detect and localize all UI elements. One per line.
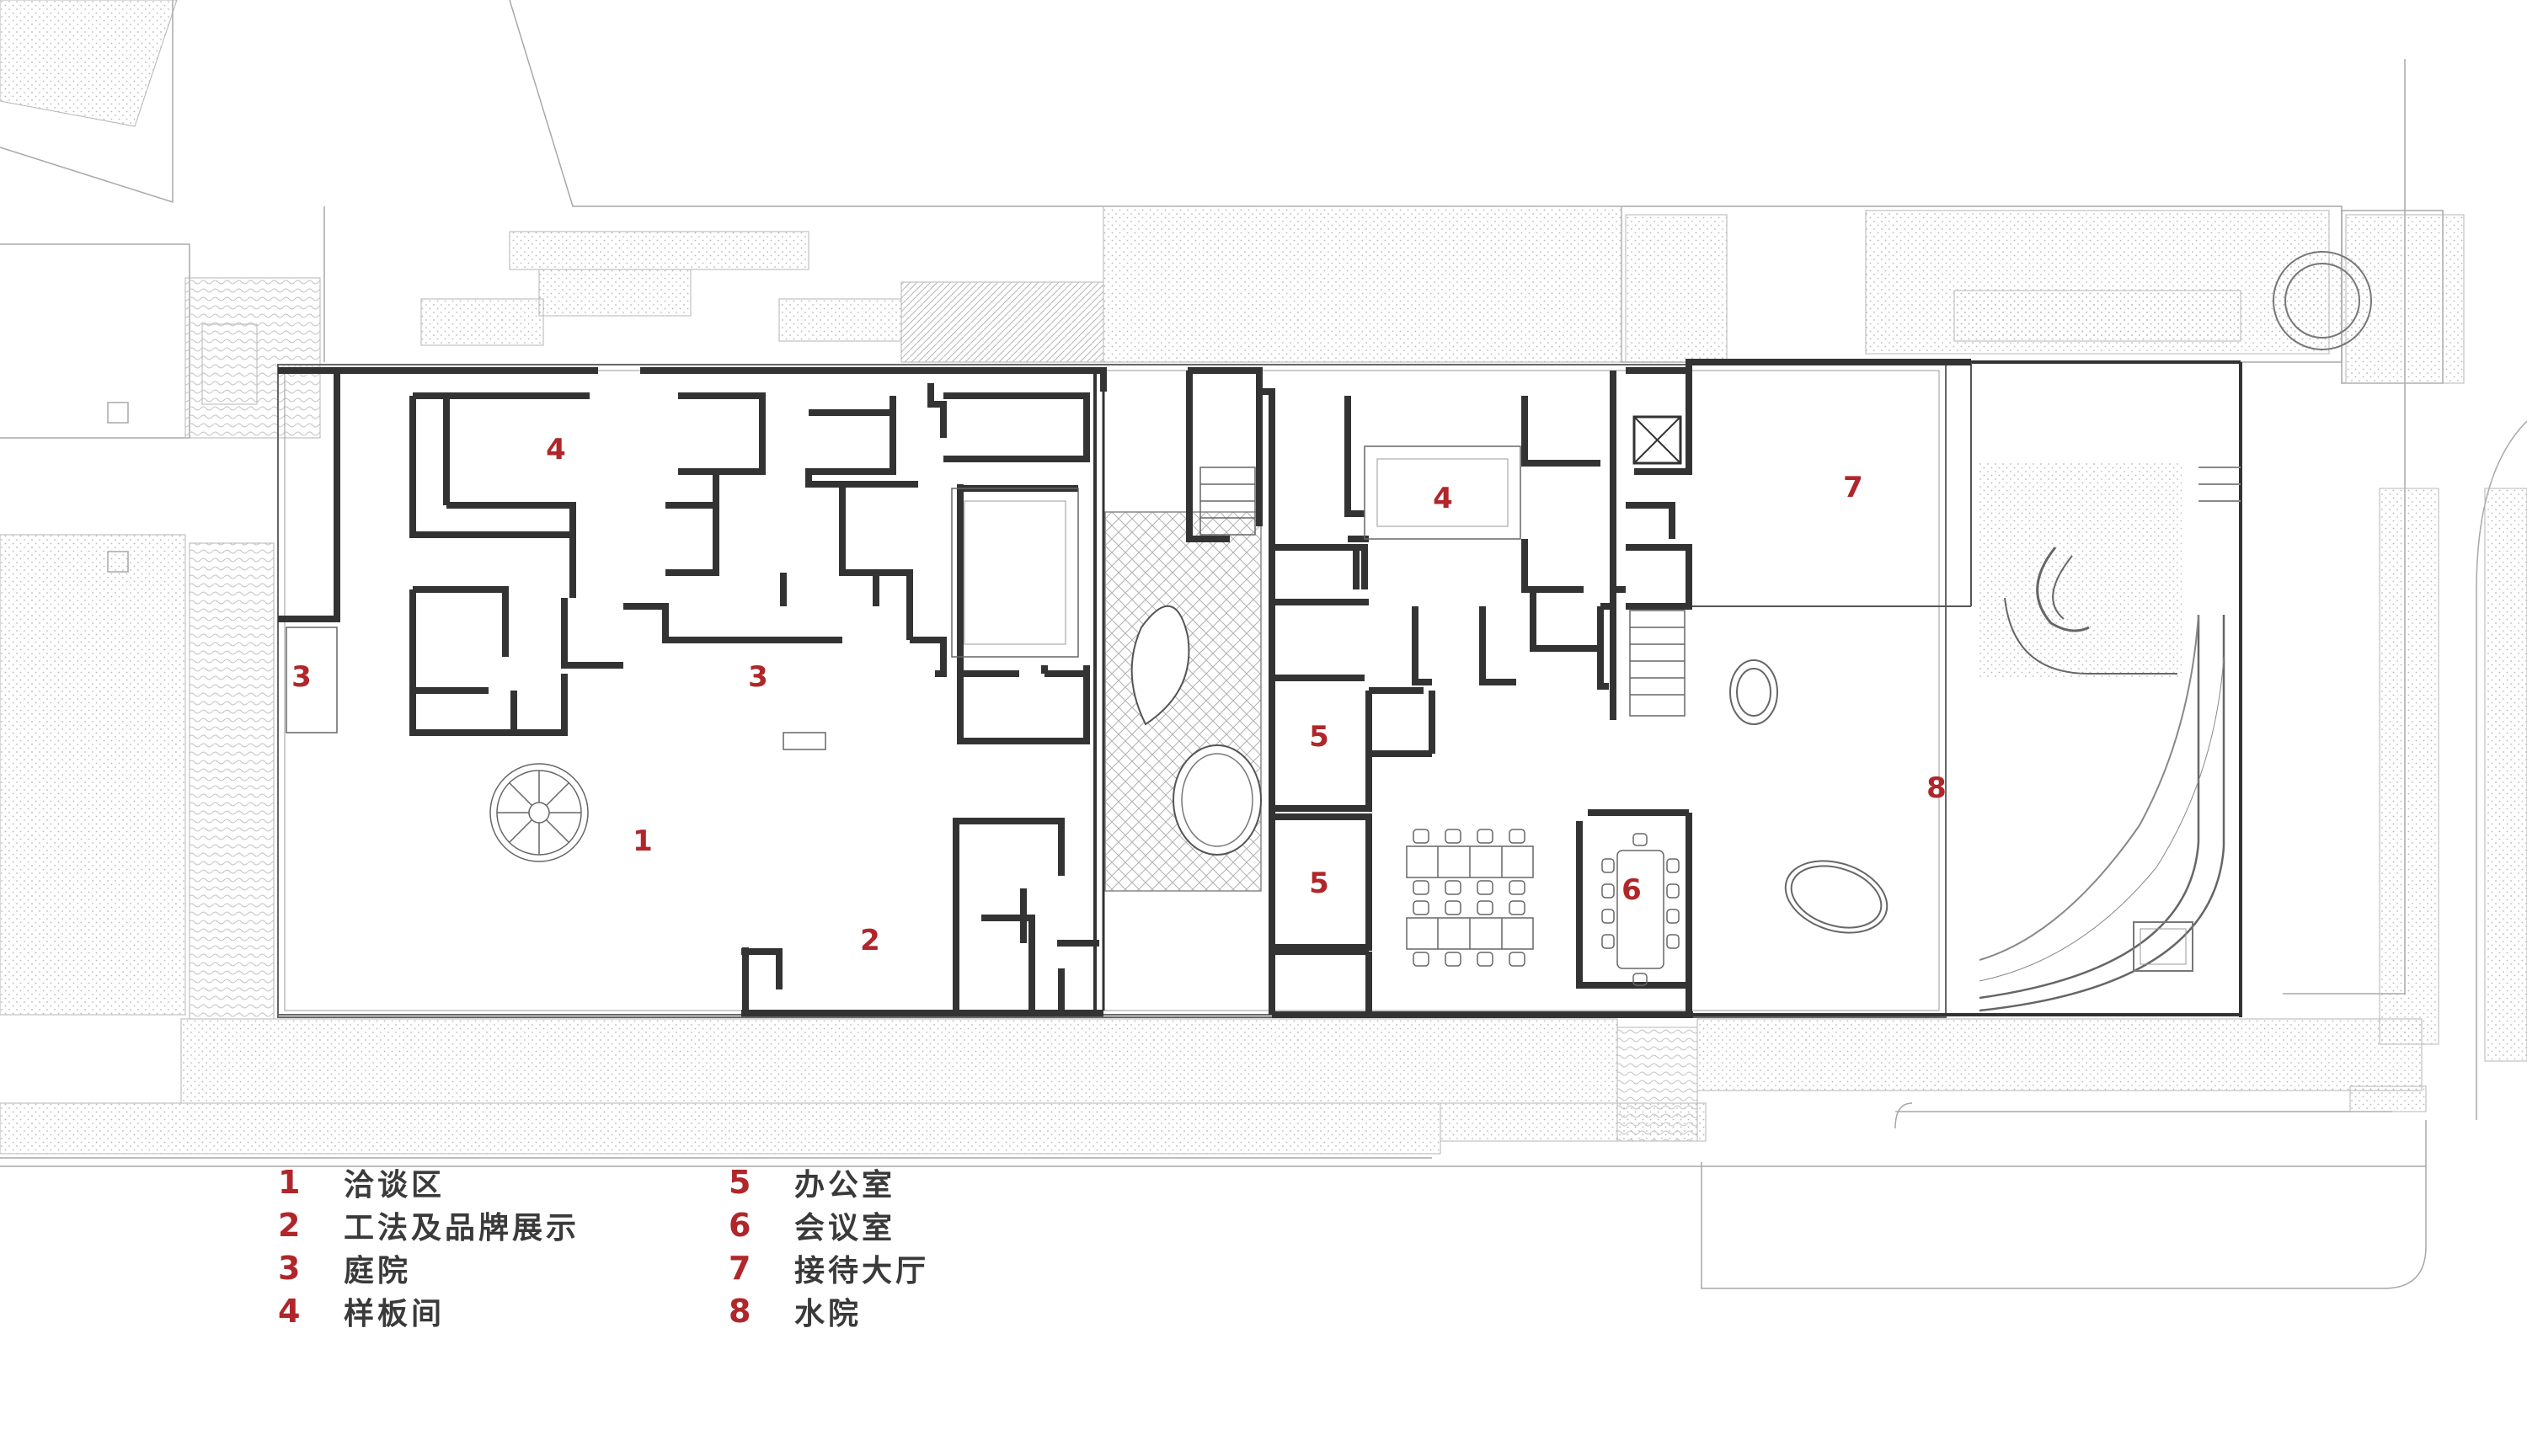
room-label-4-right: 4 <box>1433 482 1453 515</box>
room-label-5-lower: 5 <box>1309 867 1329 900</box>
spiral-stair-icon <box>489 763 589 862</box>
legend-number: 5 <box>729 1163 751 1201</box>
legend-item: 4 样板间 <box>278 1289 580 1332</box>
legend-item: 2 工法及品牌展示 <box>278 1203 580 1246</box>
legend-item: 7 接待大厅 <box>729 1246 929 1289</box>
building-envelope <box>277 360 2242 1018</box>
room-label-1: 1 <box>633 824 653 858</box>
room-label-7: 7 <box>1843 471 1863 504</box>
legend-number: 8 <box>729 1292 751 1330</box>
furniture <box>286 415 1686 986</box>
legend-text: 接待大厅 <box>794 1253 930 1288</box>
room-label-3-left: 3 <box>291 660 312 694</box>
legend-item: 3 庭院 <box>278 1246 580 1289</box>
room-label-5-upper: 5 <box>1309 720 1329 754</box>
legend-text: 样板间 <box>344 1296 446 1331</box>
legend-text: 工法及品牌展示 <box>344 1210 580 1245</box>
room-label-6: 6 <box>1621 873 1642 907</box>
legend-text: 庭院 <box>344 1253 412 1288</box>
legend-number: 3 <box>278 1249 301 1287</box>
room-label-3-center: 3 <box>748 660 768 694</box>
legend-text: 洽谈区 <box>344 1167 446 1203</box>
legend-number: 1 <box>278 1163 301 1201</box>
legend-number: 2 <box>278 1206 301 1244</box>
landscape-dotted <box>0 0 2527 1155</box>
room-label-4-left: 4 <box>546 433 566 467</box>
legend-item: 6 会议室 <box>729 1203 929 1246</box>
legend-number: 7 <box>729 1249 751 1287</box>
legend-number: 6 <box>729 1206 751 1244</box>
water-courtyard-features <box>1729 463 2241 1012</box>
room-label-8: 8 <box>1926 771 1947 805</box>
courtyard-paving <box>1104 511 1262 892</box>
room-labels: 1 2 3 3 4 4 5 5 6 7 8 <box>291 433 1947 957</box>
legend-text: 办公室 <box>794 1167 896 1203</box>
legend-column-right: 5 办公室 6 会议室 7 接待大厅 8 水院 <box>729 1160 929 1332</box>
legend-column-left: 1 洽谈区 2 工法及品牌展示 3 庭院 4 样板间 <box>278 1160 580 1332</box>
legend-number: 4 <box>278 1292 301 1330</box>
legend-item: 1 洽谈区 <box>278 1160 580 1203</box>
interior-walls <box>278 359 1971 1018</box>
legend-item: 8 水院 <box>729 1289 929 1332</box>
legend-text: 会议室 <box>794 1210 896 1245</box>
tree-circle <box>2273 251 2372 350</box>
room-label-2: 2 <box>860 924 880 957</box>
legend-text: 水院 <box>794 1296 863 1331</box>
legend-item: 5 办公室 <box>729 1160 929 1203</box>
